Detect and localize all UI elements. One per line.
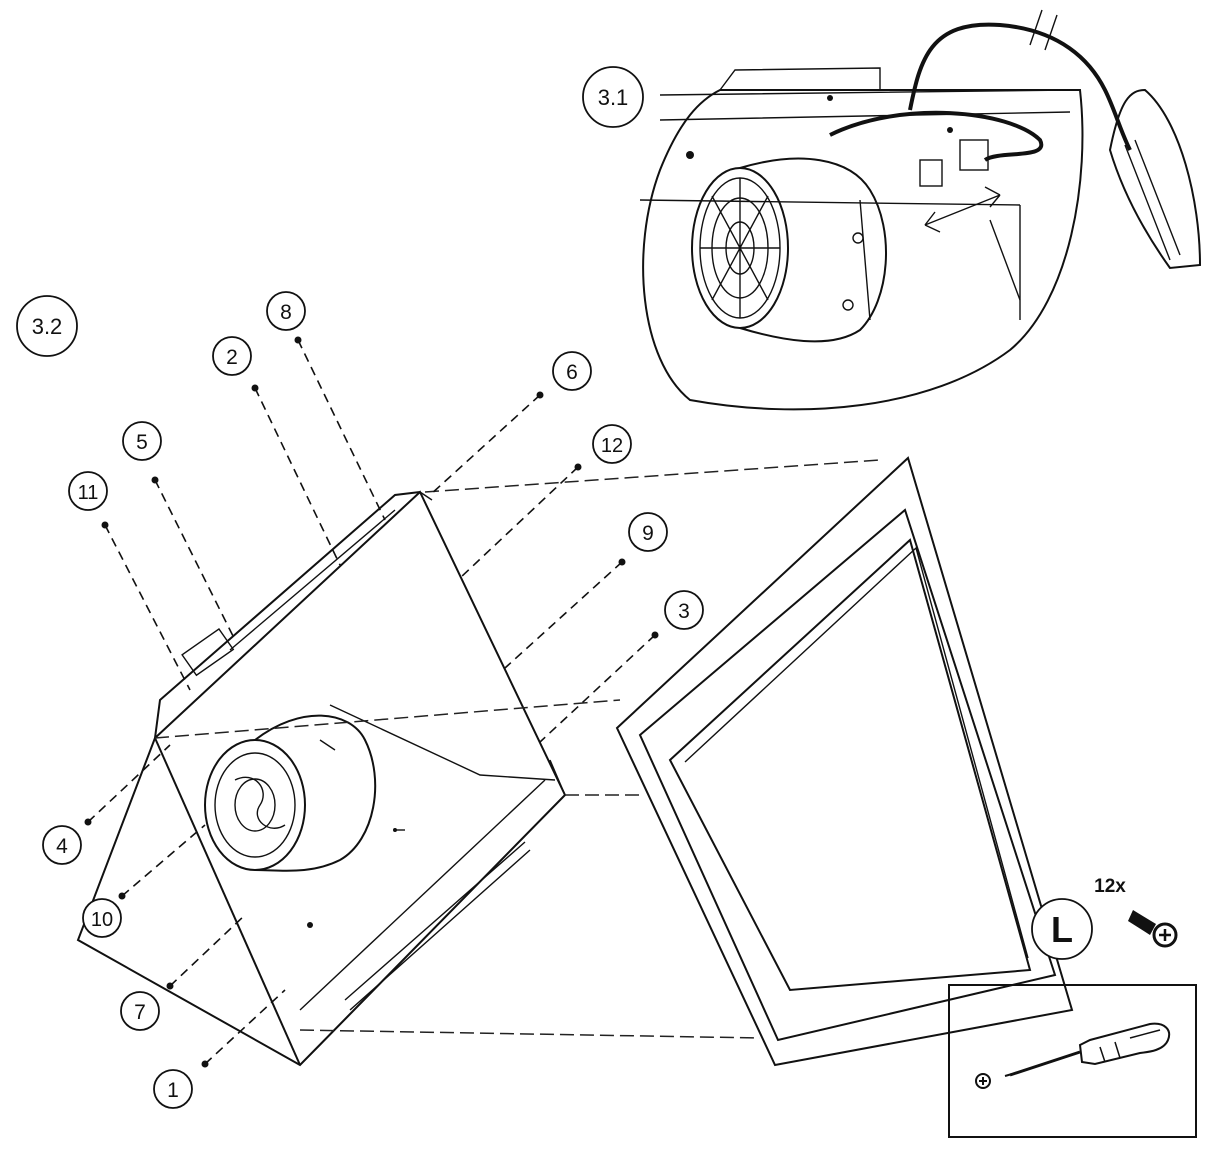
svg-text:3: 3 xyxy=(678,600,690,623)
motor-fan-icon xyxy=(691,157,887,343)
callout-1: 1 xyxy=(153,1069,193,1109)
callout-8: 8 xyxy=(266,291,306,331)
svg-text:1: 1 xyxy=(167,1079,179,1102)
svg-text:12: 12 xyxy=(601,435,623,457)
callout-3-1: 3.1 xyxy=(582,66,644,128)
hood-body xyxy=(76,490,567,1067)
glass-panel xyxy=(615,456,1074,1067)
svg-text:L: L xyxy=(1051,909,1073,950)
callout-3-2: 3.2 xyxy=(16,295,78,357)
callout-12: 12 xyxy=(592,424,632,464)
callout-9: 9 xyxy=(628,512,668,552)
callout-6: 6 xyxy=(552,351,592,391)
fan-motor-icon xyxy=(204,714,377,872)
svg-text:11: 11 xyxy=(78,482,99,504)
svg-text:8: 8 xyxy=(280,301,292,324)
svg-text:3.2: 3.2 xyxy=(32,314,63,339)
callout-4: 4 xyxy=(42,825,82,865)
svg-text:6: 6 xyxy=(566,361,578,384)
svg-text:7: 7 xyxy=(134,1001,146,1024)
callout-5: 5 xyxy=(122,421,162,461)
svg-text:3.1: 3.1 xyxy=(598,85,629,110)
callout-7: 7 xyxy=(120,991,160,1031)
phillips-screw-icon xyxy=(1128,910,1178,948)
callout-2: 2 xyxy=(212,336,252,376)
callout-10: 10 xyxy=(82,898,122,938)
svg-text:5: 5 xyxy=(136,431,148,454)
svg-text:9: 9 xyxy=(642,522,654,545)
callout-3: 3 xyxy=(664,590,704,630)
detail-view-3-1 xyxy=(639,9,1202,411)
screw-spec: 12x L xyxy=(1031,876,1178,960)
svg-text:12x: 12x xyxy=(1094,876,1126,897)
tool-box xyxy=(948,984,1197,1138)
svg-text:2: 2 xyxy=(226,346,238,369)
svg-text:4: 4 xyxy=(56,835,68,858)
assembly-guide-lines xyxy=(84,336,881,1068)
callout-11: 11 xyxy=(68,471,108,511)
phillips-screwdriver-icon xyxy=(975,1022,1170,1089)
svg-text:10: 10 xyxy=(91,909,113,931)
